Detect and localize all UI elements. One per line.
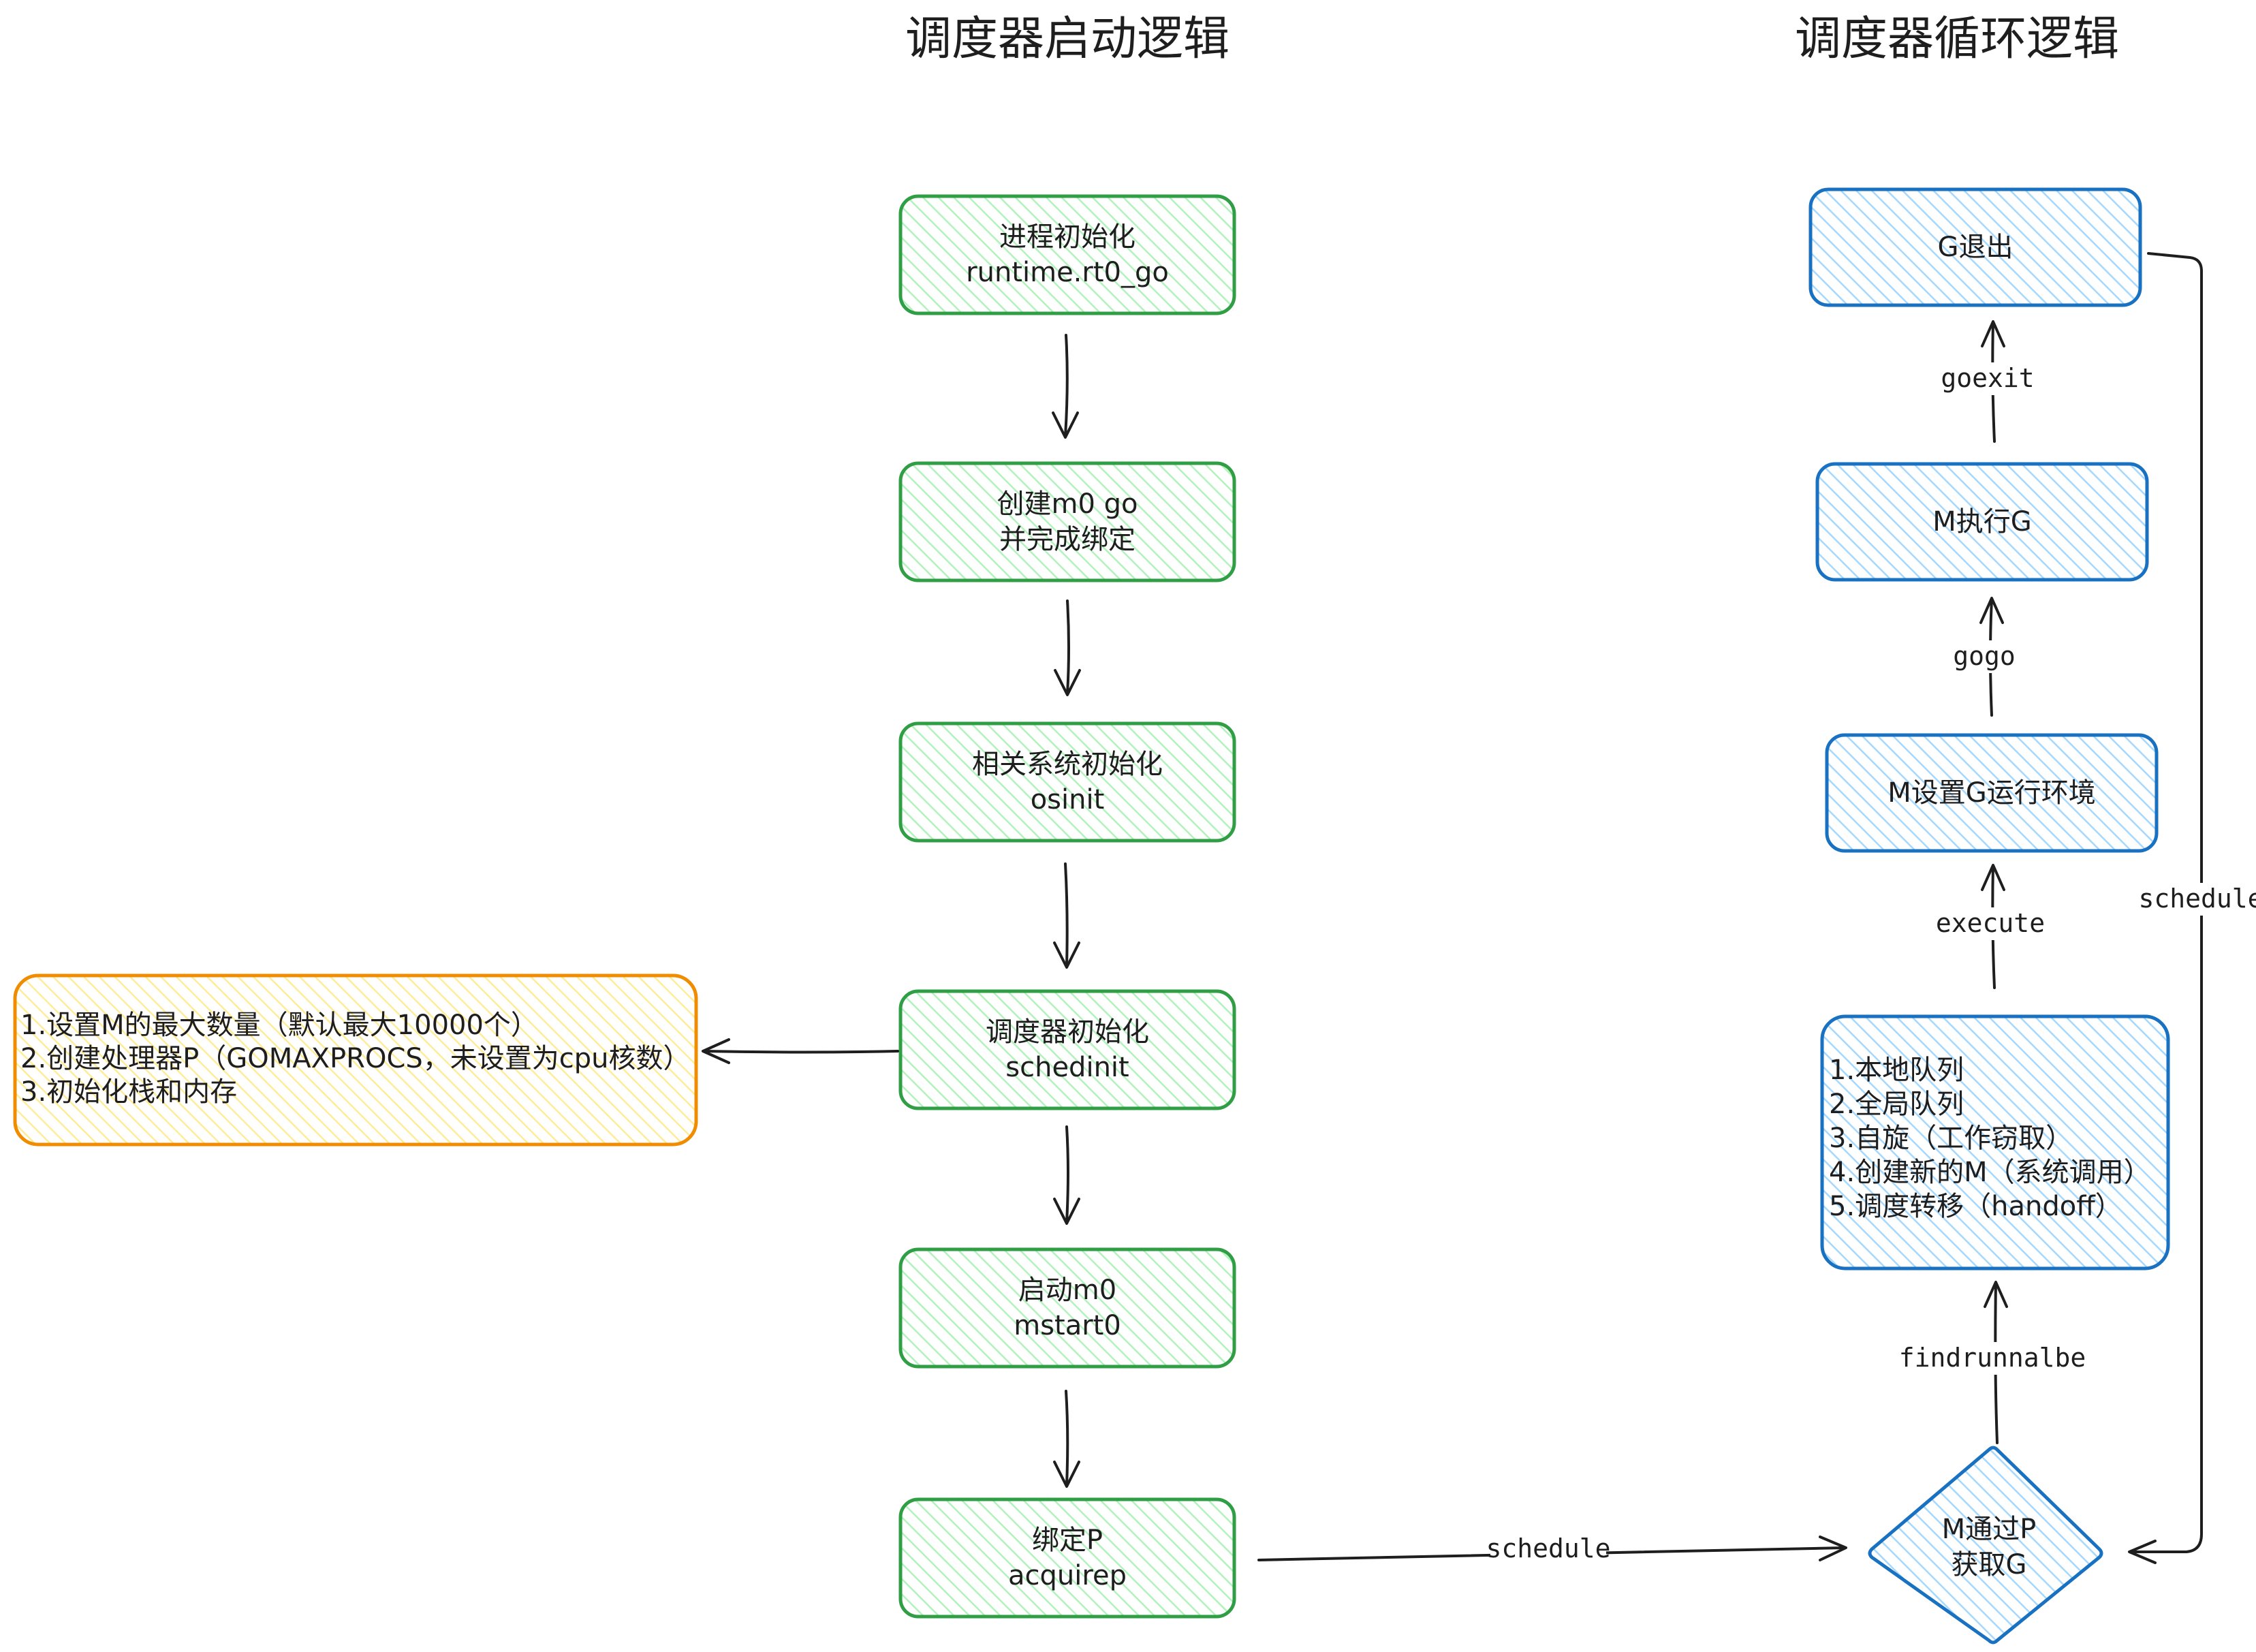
arrow-os-to-sched: [1053, 862, 1080, 969]
sched-init-note: 1.设置M的最大数量（默认最大10000个） 2.创建处理器P（GOMAXPRO…: [13, 973, 698, 1147]
node-m-setup-label: M设置G运行环境: [1887, 777, 2096, 809]
find-list-line-4: 4.创建新的M（系统调用）: [1829, 1157, 2151, 1188]
arrow-start-to-bind: [1053, 1390, 1080, 1488]
label-gogo: gogo: [1953, 641, 2016, 671]
sched-init-note-line-2: 2.创建处理器P（GOMAXPROCS，未设置为cpu核数）: [20, 1043, 691, 1074]
label-schedule-loop: schedule: [2138, 884, 2256, 914]
arrow-exec-to-exit: goexit: [1940, 320, 2035, 443]
node-decision-line-1: M通过P: [1942, 1514, 2037, 1545]
node-sched-init-line-1: 调度器初始化: [986, 1016, 1149, 1048]
loop-title: 调度器循环逻辑: [1795, 12, 2119, 66]
startup-title: 调度器启动逻辑: [905, 12, 1229, 66]
label-goexit: goexit: [1941, 363, 2034, 393]
node-sched-init: 调度器初始化 schedinit: [898, 989, 1236, 1110]
node-start-m0: 启动m0 mstart0: [898, 1247, 1236, 1369]
node-g-exit: G退出: [1808, 187, 2142, 307]
node-create-m0-line-2: 并完成绑定: [999, 524, 1135, 555]
label-execute: execute: [1936, 908, 2045, 938]
arrow-exit-to-decision: schedule: [2128, 252, 2256, 1564]
node-g-exit-label: G退出: [1938, 232, 2014, 263]
node-create-m0: 创建m0 go 并完成绑定: [898, 461, 1236, 582]
node-m-exec: M执行G: [1815, 462, 2149, 582]
node-bind-p-line-2: acquirep: [1008, 1560, 1127, 1591]
arrow-decision-to-find: findrunnalbe: [1899, 1281, 2086, 1444]
node-bind-p: 绑定P acquirep: [898, 1497, 1236, 1619]
arrow-sched-to-note: [702, 1038, 899, 1064]
find-list-line-3: 3.自旋（工作窃取）: [1829, 1123, 2073, 1154]
sched-init-note-line-1: 1.设置M的最大数量（默认最大10000个）: [20, 1010, 538, 1041]
arrow-bind-to-decision: schedule: [1257, 1533, 1847, 1565]
label-bg-findrunnable: [1907, 1342, 2078, 1375]
label-bg-gogo: [1948, 640, 2020, 673]
node-os-init-line-2: osinit: [1031, 784, 1105, 815]
node-start-m0-line-1: 启动m0: [1018, 1275, 1116, 1306]
find-list-line-5: 5.调度转移（handoff）: [1829, 1191, 2122, 1222]
node-bind-p-line-1: 绑定P: [1032, 1525, 1103, 1556]
arrow-find-to-setup: execute: [1933, 864, 2048, 989]
node-process-init: 进程初始化 runtime.rt0_go: [898, 194, 1236, 315]
label-bg-schedule-main: [1490, 1533, 1606, 1565]
node-process-init-line-1: 进程初始化: [999, 221, 1135, 253]
node-create-m0-line-1: 创建m0 go: [997, 488, 1138, 520]
node-os-init: 相关系统初始化 osinit: [898, 721, 1236, 843]
sched-init-note-line-3: 3.初始化栈和内存: [20, 1076, 237, 1108]
node-process-init-line-2: runtime.rt0_go: [966, 257, 1169, 288]
node-start-m0-line-2: mstart0: [1014, 1310, 1121, 1341]
node-m-exec-label: M执行G: [1932, 506, 2032, 537]
arrow-create-to-os: [1054, 599, 1081, 696]
label-bg-goexit: [1940, 362, 2035, 395]
node-sched-init-line-2: schedinit: [1005, 1052, 1129, 1083]
node-decision: M通过P 获取G: [1868, 1446, 2103, 1645]
arrow-process-to-create: [1052, 334, 1079, 439]
find-list-line-2: 2.全局队列: [1829, 1089, 1964, 1120]
label-bg-execute: [1933, 907, 2048, 940]
arrow-setup-to-exec: gogo: [1948, 597, 2020, 717]
node-m-setup: M设置G运行环境: [1825, 733, 2159, 853]
arrow-sched-to-start: [1053, 1125, 1080, 1225]
node-find-runnable: 1.本地队列 2.全局队列 3.自旋（工作窃取） 4.创建新的M（系统调用） 5…: [1820, 1014, 2170, 1271]
label-bg-schedule-loop: [2143, 883, 2256, 916]
find-list-line-1: 1.本地队列: [1829, 1055, 1964, 1086]
label-schedule-main: schedule: [1486, 1533, 1610, 1563]
node-decision-line-2: 获取G: [1952, 1549, 2027, 1580]
label-findrunnable: findrunnalbe: [1899, 1343, 2086, 1373]
node-os-init-line-1: 相关系统初始化: [972, 749, 1163, 780]
